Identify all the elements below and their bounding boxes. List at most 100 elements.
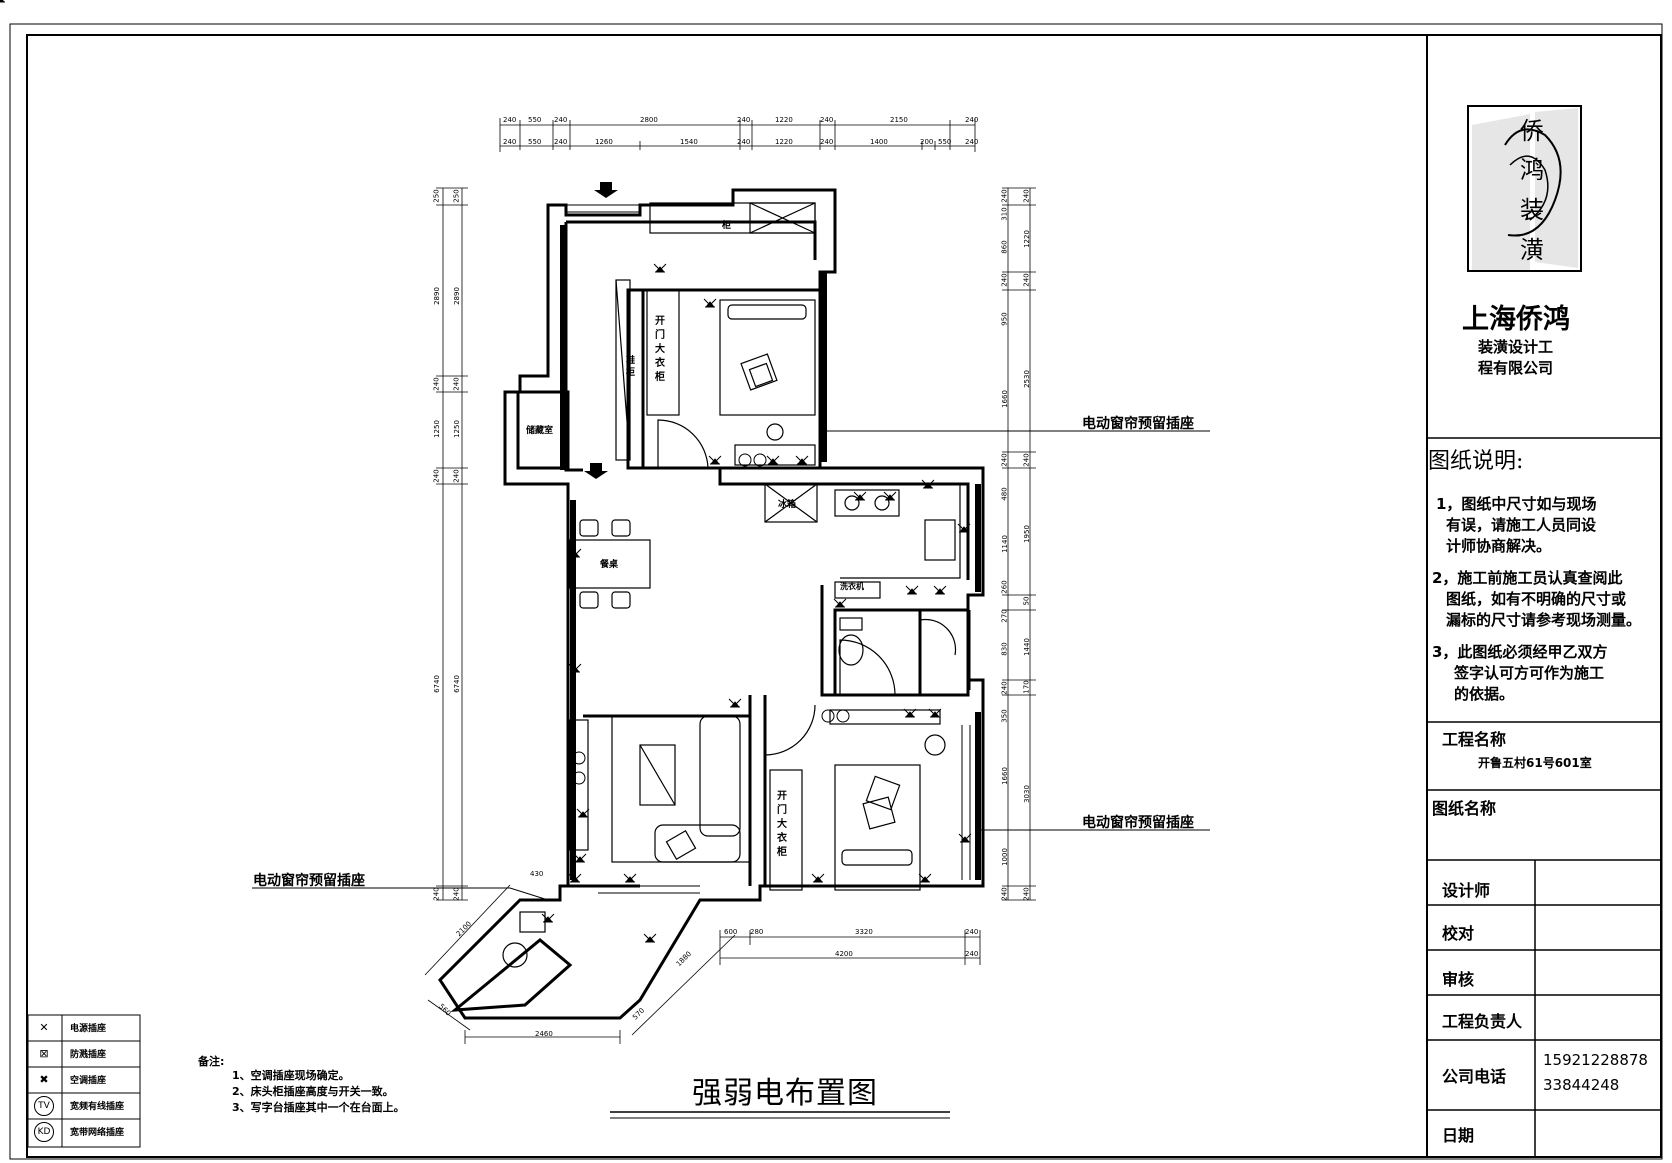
dim-right-17: 240 — [1000, 887, 1009, 901]
dim-top2-11: 550 — [938, 138, 952, 146]
inner-frame — [26, 34, 1662, 1158]
dim-right-16: 1000 — [1000, 848, 1009, 866]
dim-right-in-11: 240 — [1022, 887, 1031, 901]
dim-top2-7: 1220 — [775, 138, 793, 146]
note-3-line-1: 3，此图纸必须经甲乙双方 — [1432, 643, 1608, 661]
dim-top2-3: 240 — [554, 138, 568, 146]
tv-socket-icon: TV — [34, 1096, 54, 1116]
dim-top-1: 240 — [503, 116, 517, 124]
notes-heading: 图纸说明: — [1428, 449, 1524, 474]
curtain-socket-callout-upper: 电动窗帘预留插座 — [1082, 416, 1194, 432]
dim-balcony-3: 430 — [530, 870, 544, 878]
dim-right-in-7: 50 — [1022, 596, 1031, 606]
dim-left-6: 6740 — [432, 675, 441, 693]
dim-bottom-3: 3320 — [855, 928, 873, 936]
legend-label: 电源插座 — [70, 1024, 107, 1034]
dim-right-5: 950 — [1000, 312, 1009, 326]
logo-char-3: 装 — [1520, 196, 1544, 224]
dim-top2-4: 1260 — [595, 138, 613, 146]
dim-right-2: 310 — [1000, 207, 1009, 221]
dim-top2-6: 240 — [737, 138, 751, 146]
remarks-heading: 备注: — [198, 1055, 225, 1068]
dim-right-4: 240 — [1000, 273, 1009, 287]
dim-top2-8: 240 — [820, 138, 834, 146]
manager-label: 工程负责人 — [1442, 1012, 1523, 1031]
wall-fill — [560, 225, 981, 880]
note-3-line-2: 签字认可方可作为施工 — [1454, 664, 1605, 682]
drawing-title: 强弱电布置图 — [692, 1076, 878, 1111]
legend-frame — [27, 1014, 141, 1148]
phone-value-2: 33844248 — [1543, 1076, 1620, 1094]
dim-bottom2-1: 4200 — [835, 950, 853, 958]
title-block-rules — [1427, 437, 1661, 1157]
dim-bottom2-2: 240 — [965, 950, 979, 958]
entry-arrows — [584, 182, 618, 479]
company-subtitle-1: 装潢设计工 — [1478, 338, 1554, 356]
right-dimensions — [1002, 187, 1036, 901]
dim-right-12: 830 — [1000, 642, 1009, 656]
dim-right-in-5: 240 — [1022, 453, 1031, 467]
aircon-socket-icon: ✖ — [39, 1073, 49, 1086]
company-logo — [1467, 105, 1582, 272]
dim-right-13: 240 — [1000, 681, 1009, 695]
dim-right-1: 240 — [1000, 189, 1009, 203]
dim-balcony-5: 2460 — [535, 1030, 553, 1038]
dim-right-9: 1140 — [1000, 535, 1009, 553]
dim-top2-12: 240 — [965, 138, 979, 146]
balcony-cabinet-label: 柜 — [722, 221, 732, 231]
curtain-socket-callout-left: 电动窗帘预留插座 — [253, 873, 365, 889]
logo-char-4: 潢 — [1520, 236, 1544, 264]
remark-1: 1、空调插座现场确定。 — [232, 1069, 350, 1082]
dim-left-in-7: 240 — [452, 887, 461, 901]
dim-bottom-2: 280 — [750, 928, 764, 936]
dim-top2-5: 1540 — [680, 138, 698, 146]
dim-right-11: 270 — [1000, 609, 1009, 623]
remark-3: 3、写字台插座其中一个在台面上。 — [232, 1101, 405, 1114]
splashproof-socket-icon: ⊠ — [39, 1047, 49, 1060]
dim-top2-1: 240 — [503, 138, 517, 146]
dim-top-7: 240 — [820, 116, 834, 124]
phone-value-1: 15921228878 — [1543, 1051, 1648, 1069]
date-label: 日期 — [1442, 1126, 1475, 1145]
dim-right-in-4: 2530 — [1022, 370, 1031, 388]
review-label: 审核 — [1442, 970, 1475, 989]
windows — [565, 204, 971, 894]
dim-bottom-1: 600 — [724, 928, 738, 936]
dining-table-label: 餐桌 — [600, 560, 619, 570]
dim-top-6: 1220 — [775, 116, 793, 124]
note-3-line-3: 的依据。 — [1454, 685, 1515, 703]
dim-top2-9: 1400 — [870, 138, 888, 146]
socket-symbols — [0, 0, 972, 943]
note-2-line-2: 图纸，如有不明确的尺寸或 — [1446, 590, 1627, 608]
proofread-label: 校对 — [1442, 924, 1475, 943]
dim-left-1: 250 — [432, 189, 441, 203]
project-name-label: 工程名称 — [1442, 730, 1507, 749]
dim-top-9: 240 — [965, 116, 979, 124]
dim-right-in-6: 1950 — [1022, 525, 1031, 543]
dim-left-in-5: 240 — [452, 469, 461, 483]
note-1-line-2: 有误，请施工人员同设 — [1446, 516, 1597, 534]
project-name-value: 开鲁五村61号601室 — [1478, 756, 1592, 770]
dim-right-in-10: 3030 — [1022, 785, 1031, 803]
dim-left-5: 240 — [432, 469, 441, 483]
company-name: 上海侨鸿 — [1462, 304, 1570, 335]
legend-row-aircon: ✖ 空调插座 — [28, 1067, 140, 1093]
title-underline — [610, 1111, 950, 1119]
legend-row-network: KD 宽带网络插座 — [28, 1119, 140, 1145]
designer-label: 设计师 — [1442, 881, 1491, 900]
dim-top-5: 240 — [737, 116, 751, 124]
dim-right-6: 1660 — [1000, 390, 1009, 408]
legend-row-splashproof: ⊠ 防溅插座 — [28, 1041, 140, 1067]
dim-right-10: 260 — [1000, 580, 1009, 594]
storage-room-label: 储藏室 — [526, 426, 554, 436]
walls — [438, 188, 985, 1020]
phone-label: 公司电话 — [1442, 1067, 1507, 1086]
dim-right-in-8: 1440 — [1022, 638, 1031, 656]
dim-left-in-2: 2890 — [452, 287, 461, 305]
dim-right-in-2: 1220 — [1022, 230, 1031, 248]
dim-left-in-4: 1250 — [452, 420, 461, 438]
furniture — [502, 202, 961, 968]
left-dimensions — [436, 187, 468, 901]
dim-left-7: 240 — [432, 887, 441, 901]
